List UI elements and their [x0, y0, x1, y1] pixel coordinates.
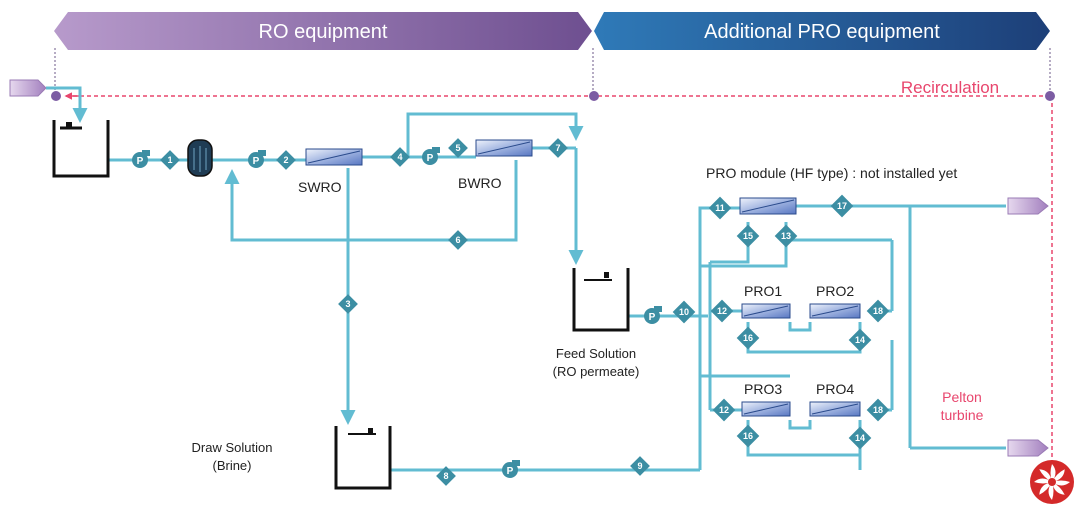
node-9: 9 [630, 456, 650, 476]
draw-solution-tank [334, 426, 392, 490]
pro3-membrane [741, 401, 791, 417]
node-2: 2 [276, 150, 296, 170]
junction-dot [589, 91, 599, 101]
pump-label: P [137, 156, 144, 167]
node-label: 14 [855, 433, 865, 443]
node-label: 6 [455, 235, 460, 245]
pump: P [132, 150, 150, 168]
node-10: 10 [672, 300, 696, 324]
pump-label: P [649, 312, 656, 323]
pro4-membrane [809, 401, 861, 417]
recirculation-label: Recirculation [901, 78, 999, 97]
node-8: 8 [436, 466, 456, 486]
pump: P [644, 306, 662, 324]
pump: P [248, 150, 266, 168]
node-4: 4 [390, 147, 410, 167]
ro-banner-label: RO equipment [259, 21, 388, 43]
node-6: 6 [448, 230, 468, 250]
pump-label: P [427, 153, 434, 164]
pelton-turbine-icon [1030, 460, 1074, 504]
node-label: 12 [717, 306, 727, 316]
node-1: 1 [160, 150, 180, 170]
pipes [46, 86, 1006, 472]
recirculation-line: Recirculation [64, 78, 1053, 470]
node-label: 8 [443, 471, 448, 481]
cartridge-filter [187, 139, 213, 177]
node-label: 16 [743, 333, 753, 343]
node-label: 5 [455, 143, 460, 153]
node-label: 17 [837, 201, 847, 211]
pelton-label: Pelton [942, 389, 982, 405]
node-3: 3 [338, 294, 358, 314]
feed-solution-tank [572, 268, 630, 332]
pro1-label: PRO1 [744, 283, 782, 299]
outlet-arrow [1007, 197, 1049, 215]
node-label: 7 [555, 143, 560, 153]
node-5: 5 [448, 138, 468, 158]
node-label: 10 [679, 307, 689, 317]
section-dividers [54, 48, 1051, 96]
node-14: 14 [848, 328, 872, 352]
pro-banner: Additional PRO equipment [594, 12, 1050, 50]
node-18: 18 [866, 299, 890, 323]
junction-dot [1045, 91, 1055, 101]
pump: P [422, 147, 440, 165]
node-label: 4 [397, 152, 402, 162]
node-12: 12 [712, 398, 736, 422]
node-label: 13 [781, 231, 791, 241]
node-label: 18 [873, 306, 883, 316]
pro4-label: PRO4 [816, 381, 854, 397]
node-label: 9 [637, 461, 642, 471]
pro3-label: PRO3 [744, 381, 782, 397]
draw-solution-sublabel: (Brine) [212, 458, 251, 473]
swro-label: SWRO [298, 179, 342, 195]
node-label: 12 [719, 405, 729, 415]
node-15: 15 [736, 224, 760, 248]
node-label: 1 [167, 155, 172, 165]
node-16: 16 [736, 326, 760, 350]
node-11: 11 [708, 196, 732, 220]
pro-hf-module [739, 197, 797, 215]
outlet-arrow [1007, 439, 1049, 457]
swro-membrane [305, 148, 363, 166]
pro-module-label: PRO module (HF type) : not installed yet [706, 165, 957, 181]
feed-tank [52, 120, 110, 178]
inlet-arrow [9, 79, 47, 97]
feed-solution-sublabel: (RO permeate) [553, 364, 640, 379]
pro-banner-label: Additional PRO equipment [704, 21, 940, 43]
node-17: 17 [830, 194, 854, 218]
feed-solution-label: Feed Solution [556, 346, 636, 361]
pump-label: P [253, 156, 260, 167]
pro2-membrane [809, 303, 861, 319]
node-label: 11 [715, 203, 725, 213]
node-label: 14 [855, 335, 865, 345]
node-12: 12 [710, 299, 734, 323]
node-label: 18 [873, 405, 883, 415]
node-label: 3 [345, 299, 350, 309]
node-label: 15 [743, 231, 753, 241]
ro-banner: RO equipment [54, 12, 592, 50]
pro2-label: PRO2 [816, 283, 854, 299]
node-16: 16 [736, 424, 760, 448]
bwro-membrane [475, 139, 533, 157]
node-14: 14 [848, 426, 872, 450]
pump-label: P [507, 466, 514, 477]
junction-dot [51, 91, 61, 101]
node-13: 13 [774, 224, 798, 248]
pro1-membrane [741, 303, 791, 319]
node-18: 18 [866, 398, 890, 422]
pump: P [502, 460, 520, 478]
node-7: 7 [548, 138, 568, 158]
draw-solution-label: Draw Solution [192, 440, 273, 455]
node-label: 2 [283, 155, 288, 165]
node-label: 16 [743, 431, 753, 441]
turbine-label: turbine [941, 407, 984, 423]
bwro-label: BWRO [458, 175, 502, 191]
